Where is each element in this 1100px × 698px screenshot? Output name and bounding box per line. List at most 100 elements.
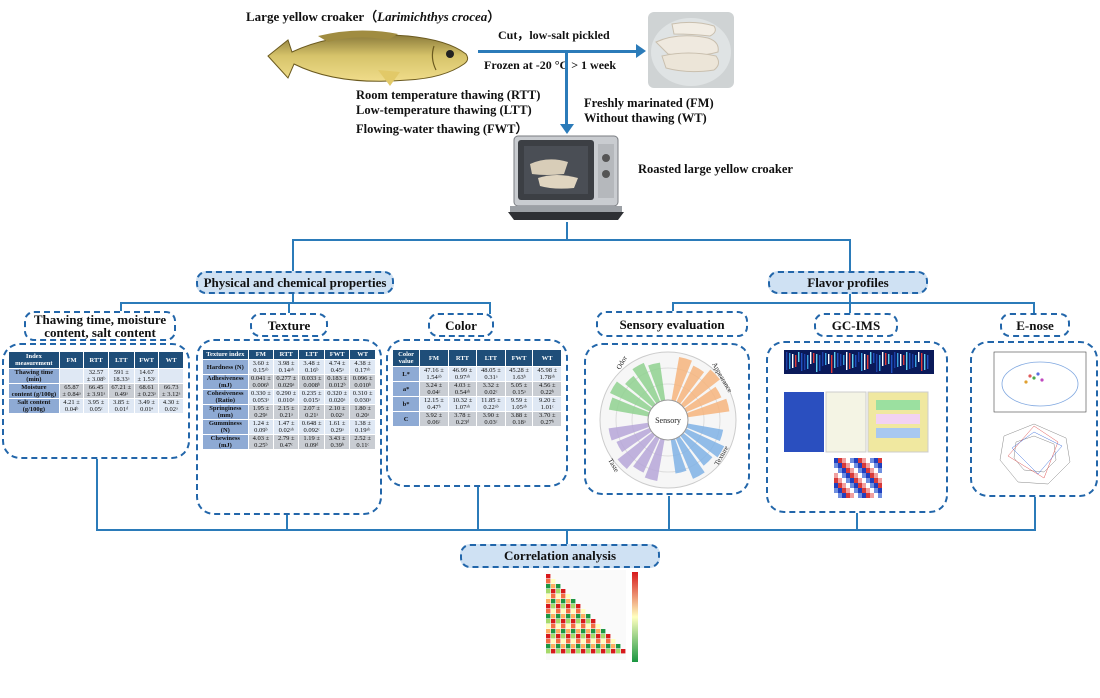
gcims-stripe	[885, 353, 887, 365]
gcims-heat-cell	[850, 463, 854, 468]
table-header-cell: Index measurement	[8, 351, 60, 369]
corr-cell	[556, 584, 561, 589]
table-row: Springiness (mm) 1.95 ± 0.29ᵃ 2.15 ± 0.2…	[202, 404, 376, 420]
gcims-heat-cell	[838, 488, 842, 493]
table-header-row: Texture index FM RTT LTT FWT WT	[202, 349, 376, 360]
corr-cell	[546, 614, 551, 619]
gcims-heat-cell	[866, 463, 870, 468]
gcims-stripe	[903, 355, 905, 365]
gcims-stripe	[822, 352, 824, 366]
corr-cell	[581, 624, 586, 629]
enose-section-header: E-nose	[1000, 313, 1070, 337]
corr-cell	[551, 624, 556, 629]
table-cell: 1.47 ± 0.02ᵃᵇ	[273, 419, 300, 435]
table-cell: 591 ± 18.33ᵃ	[107, 368, 135, 384]
sensory-bar	[686, 423, 724, 441]
row-label: Gumminess (N)	[202, 419, 249, 435]
gcims-heat-cell	[858, 463, 862, 468]
gcims-heat-cell	[834, 483, 838, 488]
corr-cell	[556, 609, 561, 614]
table-cell: 3.92 ± 0.06ᶜ	[419, 411, 449, 427]
corr-cell	[581, 634, 586, 639]
corr-cell	[571, 614, 576, 619]
gcims-heat-cell	[838, 468, 842, 473]
gcims-heat-cell	[878, 473, 882, 478]
corr-cell	[551, 614, 556, 619]
sensory-bar	[617, 432, 656, 470]
corr-cell	[576, 614, 581, 619]
flavor-header: Flavor profiles	[768, 271, 928, 294]
gcims-stripe	[906, 352, 908, 370]
gcims-heat-cell	[838, 493, 842, 498]
table-header-cell: Texture index	[202, 349, 249, 360]
corr-cell	[591, 649, 596, 654]
oven-image	[508, 135, 624, 220]
sensory-bar	[625, 375, 656, 408]
corr-cell	[586, 619, 591, 624]
table-header-cell: FWT	[323, 349, 351, 360]
table-cell: 45.98 ± 1.78ᵃᵇ	[532, 366, 562, 382]
gcims-heat-cell	[870, 468, 874, 473]
sensory-section-header: Sensory evaluation	[596, 311, 748, 337]
gcims-stripe	[900, 354, 902, 366]
corr-cell	[591, 634, 596, 639]
table-cell: 2.10 ± 0.02ᵃ	[323, 404, 351, 420]
gcims-stripe	[858, 352, 860, 362]
thaw-arrow-head	[560, 124, 574, 134]
gcims-stripe	[834, 352, 836, 368]
corr-cell	[556, 589, 561, 594]
connector	[672, 302, 1034, 304]
corr-cell	[546, 584, 551, 589]
gcims-heat-cell	[838, 458, 842, 463]
corr-cell	[561, 649, 566, 654]
connector	[1034, 496, 1036, 530]
corr-cell	[546, 629, 551, 634]
connector	[286, 514, 288, 530]
gcims-section-header: GC-IMS	[814, 313, 898, 337]
table-header-cell: RTT	[83, 351, 109, 369]
gcims-heat-cell	[874, 493, 878, 498]
gcims-heat-cell	[878, 483, 882, 488]
corr-cell	[581, 609, 586, 614]
row-label: Moisture content (g/100g)	[8, 383, 60, 399]
gcims-heat-cell	[870, 463, 874, 468]
gcims-stripe	[816, 354, 818, 372]
table-cell: 4.74 ± 0.45ᵃ	[323, 359, 351, 375]
gcims-stripe	[927, 355, 929, 369]
sensory-bar	[608, 422, 650, 441]
gcims-heat-cell	[874, 478, 878, 483]
gcims-heat-cell	[870, 458, 874, 463]
corr-cell	[556, 644, 561, 649]
gcims-heat-cell	[874, 463, 878, 468]
corr-cell	[596, 634, 601, 639]
row-label: Salt content (g/100g)	[8, 398, 60, 414]
corr-cell	[581, 619, 586, 624]
table-header-cell: FM	[58, 351, 85, 369]
gcims-heat-cell	[874, 473, 878, 478]
gcims-heat-cell	[846, 463, 850, 468]
corr-cell	[561, 599, 566, 604]
corr-cell	[611, 649, 616, 654]
gcims-stripe	[897, 353, 899, 367]
corr-cell	[556, 594, 561, 599]
gcims-heat-cell	[846, 458, 850, 463]
gcims-heat-cell	[834, 478, 838, 483]
corr-cell	[576, 619, 581, 624]
corr-cell	[596, 644, 601, 649]
gcims-stripe	[849, 353, 851, 369]
gcims-stripe	[798, 352, 800, 362]
table-cell: 3.88 ± 0.18ᵃ	[504, 411, 534, 427]
corr-cell	[551, 649, 556, 654]
table-header-cell: FM	[247, 349, 275, 360]
corr-cell	[566, 634, 571, 639]
corr-cell	[551, 644, 556, 649]
gcims-heat-cell	[842, 488, 846, 493]
corr-cell	[571, 599, 576, 604]
fish-title: Large yellow croaker（Larimichthys crocea…	[246, 9, 501, 24]
gcims-heat-cell	[878, 478, 882, 483]
corr-cell	[571, 639, 576, 644]
table-row: Salt content (g/100g) 4.21 ± 0.04ᵇ 3.95 …	[8, 398, 184, 414]
corr-cell	[556, 624, 561, 629]
corr-cell	[576, 639, 581, 644]
corr-cell	[561, 639, 566, 644]
